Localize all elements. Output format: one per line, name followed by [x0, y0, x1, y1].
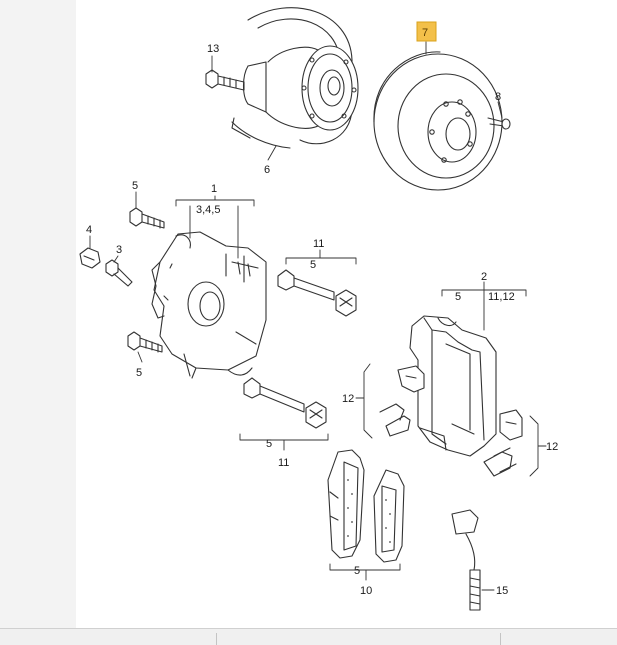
bleeder-valve-part[interactable]: [105, 259, 133, 287]
callout-11-top[interactable]: 11: [313, 238, 324, 250]
brake-exploded-diagram: 13 6 7 8 5 5 1 3,4,5 4 3 11 5 5 11 2 5 1…: [79, 7, 558, 611]
caliper-bolt-bottom-part[interactable]: [127, 331, 163, 353]
hub-bolt-part[interactable]: [205, 69, 245, 91]
callout-6[interactable]: 6: [264, 164, 270, 176]
callout-12-right[interactable]: 12: [546, 441, 558, 453]
callout-leader-lines: [89, 41, 547, 591]
clips-left-part[interactable]: [379, 365, 425, 437]
callout-11-12-carrier[interactable]: 11,12: [488, 291, 515, 303]
footer-bar: [0, 628, 617, 645]
left-margin: [0, 0, 76, 644]
callout-8[interactable]: 8: [495, 91, 501, 103]
callout-15[interactable]: 15: [496, 585, 508, 597]
caliper-bolt-top-part[interactable]: [129, 207, 165, 229]
guide-pin-top-part[interactable]: [277, 269, 357, 317]
clips-right-part[interactable]: [483, 409, 523, 477]
guide-pin-bottom-part[interactable]: [243, 377, 327, 429]
disc-screw-part[interactable]: [487, 117, 511, 130]
callout-5-caliper-bolt-top[interactable]: 5: [132, 180, 138, 192]
highlight-box: [416, 21, 437, 42]
wheel-hub-part[interactable]: [242, 45, 359, 131]
pad-friction-texture: [347, 479, 391, 543]
callout-2[interactable]: 2: [481, 271, 487, 283]
callout-5-guide-bottom[interactable]: 5: [266, 438, 272, 450]
callout-12-left[interactable]: 12: [342, 393, 354, 405]
callout-labels: 13 6 7 8 5 5 1 3,4,5 4 3 11 5 5 11 2 5 1…: [86, 27, 558, 597]
brake-pads-part[interactable]: [327, 449, 405, 563]
wear-sensor-part[interactable]: [451, 509, 481, 611]
callout-5-pads[interactable]: 5: [354, 565, 360, 577]
callout-5-caliper-bolt-bottom[interactable]: 5: [136, 367, 142, 379]
brake-caliper-part[interactable]: [151, 231, 267, 379]
brake-carrier-part[interactable]: [409, 315, 497, 457]
callout-7-highlighted[interactable]: 7: [422, 27, 428, 39]
footer-divider: [216, 633, 217, 645]
brake-disc-part[interactable]: [373, 51, 503, 191]
callout-11-bottom[interactable]: 11: [278, 457, 289, 469]
cap-part[interactable]: [79, 247, 101, 269]
callout-1[interactable]: 1: [211, 183, 217, 195]
callout-10[interactable]: 10: [360, 585, 372, 597]
callout-5-guide-top[interactable]: 5: [310, 259, 316, 271]
callout-4[interactable]: 4: [86, 224, 92, 236]
callout-5-carrier[interactable]: 5: [455, 291, 461, 303]
footer-divider: [500, 633, 501, 645]
callout-3[interactable]: 3: [116, 244, 122, 256]
callout-13[interactable]: 13: [207, 43, 219, 55]
callout-3-4-5[interactable]: 3,4,5: [196, 204, 220, 216]
